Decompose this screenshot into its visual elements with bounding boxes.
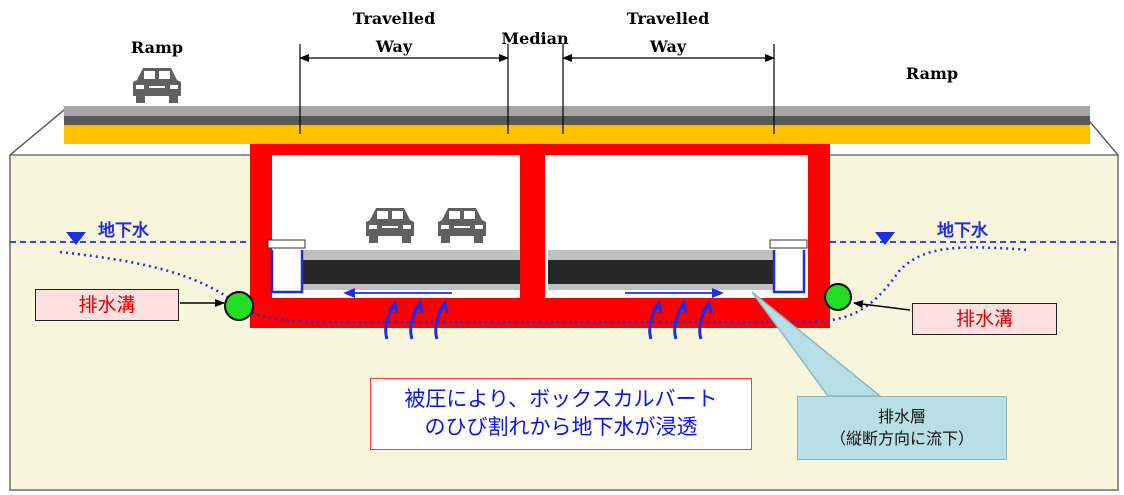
drain-label-left: 排水溝 — [35, 289, 179, 321]
drain-layer-line-1: 排水層 — [877, 407, 926, 426]
pressure-callout-line-1: 被圧により、ボックスカルバート — [404, 387, 718, 411]
drain-label-right: 排水溝 — [912, 303, 1057, 335]
travelled-way-left-label-2: Way — [375, 37, 413, 56]
groundwater-left-label: 地下水 — [98, 220, 150, 241]
drain-pipe-icon — [824, 283, 852, 311]
box-culvert — [250, 144, 830, 328]
drain-layer-callout: 排水層 （縦断方向に流下） — [797, 396, 1007, 460]
pressure-callout-line-2: のひび割れから地下水が浸透 — [424, 415, 698, 439]
drain-leader-right — [853, 300, 911, 311]
drain-pipe-icon — [224, 291, 254, 321]
seepage-line — [59, 246, 1031, 324]
groundwater-right-label: 地下水 — [937, 220, 989, 241]
dimension-lines — [299, 44, 775, 134]
travelled-way-left-label-1: Travelled — [353, 9, 436, 28]
travelled-way-right-label-1: Travelled — [627, 9, 710, 28]
ramp-right-label: Ramp — [906, 64, 958, 83]
drain-layer-line-2: （縦断方向に流下） — [829, 429, 974, 448]
pressure-seepage-callout: 被圧により、ボックスカルバート のひび割れから地下水が浸透 — [370, 378, 752, 450]
road-deck — [64, 106, 1090, 144]
car-icon — [133, 68, 181, 103]
water-level-triangle-icon — [66, 232, 86, 245]
water-level-triangle-icon — [875, 232, 895, 245]
ramp-left-label: Ramp — [131, 38, 183, 57]
travelled-way-right-label-2: Way — [649, 37, 687, 56]
median-label: Median — [501, 29, 569, 48]
